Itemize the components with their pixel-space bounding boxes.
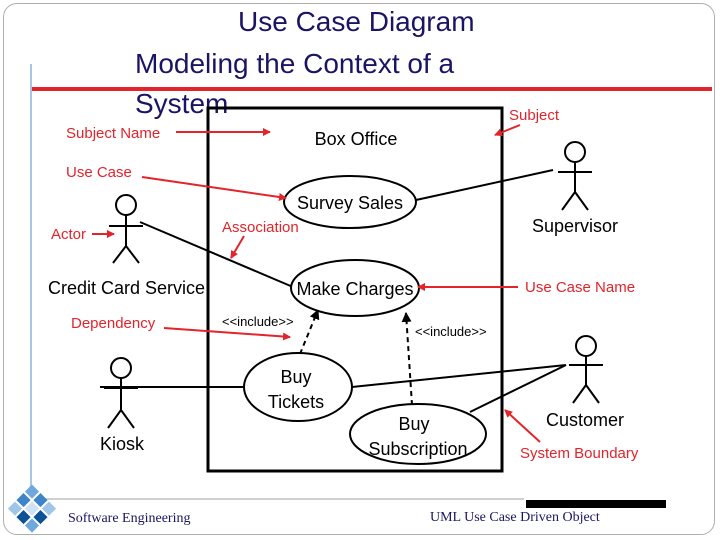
actor-credit-card-service bbox=[109, 194, 143, 264]
callout-use-case-name: Use Case Name bbox=[525, 279, 635, 296]
use-case-make-charges-label: Make Charges bbox=[296, 279, 413, 299]
footer-left-text: Software Engineering bbox=[68, 511, 191, 526]
callout-arrow-system-boundary bbox=[504, 409, 541, 443]
title-line-2: Modeling the Context of a System bbox=[135, 48, 455, 119]
actor-credit-card-service-label: Credit Card Service bbox=[48, 278, 205, 298]
slide-frame bbox=[3, 3, 715, 535]
include-arrow-buy-tickets bbox=[299, 309, 320, 355]
callout-association: Association bbox=[222, 219, 299, 236]
use-case-buy-tickets-label-2: Tickets bbox=[268, 392, 324, 412]
actor-customer bbox=[569, 335, 603, 404]
system-boundary bbox=[206, 106, 504, 473]
use-case-survey-sales bbox=[283, 175, 417, 229]
actor-supervisor bbox=[558, 141, 592, 211]
callout-system-boundary: System Boundary bbox=[520, 445, 639, 462]
callout-use-case: Use Case bbox=[66, 164, 132, 181]
callout-dependency: Dependency bbox=[71, 315, 156, 332]
footer-divider bbox=[44, 498, 524, 500]
callout-actor: Actor bbox=[51, 226, 86, 243]
actor-kiosk-label: Kiosk bbox=[100, 434, 145, 454]
include-label-2: <<include>> bbox=[415, 324, 487, 339]
callout-arrow-association bbox=[230, 235, 245, 259]
association-customer-buy-subscription bbox=[469, 364, 567, 413]
include-label-1: <<include>> bbox=[222, 314, 294, 329]
use-case-survey-sales-label: Survey Sales bbox=[297, 193, 403, 213]
callout-arrow-use-case bbox=[141, 176, 287, 201]
use-case-buy-subscription-label-1: Buy bbox=[398, 414, 429, 434]
title-line-1: Use Case Diagram bbox=[238, 6, 475, 37]
title-underline-bar bbox=[32, 87, 712, 91]
use-case-buy-subscription-label-2: Subscription bbox=[368, 439, 467, 459]
actor-kiosk bbox=[104, 357, 138, 429]
footer-right-text: UML Use Case Driven Object bbox=[430, 510, 600, 525]
diamond-mosaic-logo-icon bbox=[7, 484, 57, 533]
actor-supervisor-label: Supervisor bbox=[532, 216, 618, 236]
use-case-buy-tickets-label-1: Buy bbox=[280, 367, 311, 387]
association-supervisor-survey bbox=[415, 169, 554, 201]
system-name-label: Box Office bbox=[315, 129, 398, 149]
callout-arrow-subject bbox=[494, 124, 521, 137]
callout-arrow-dependency bbox=[163, 327, 291, 341]
association-customer-buy-tickets bbox=[351, 364, 567, 388]
footer-accent-bar bbox=[526, 500, 666, 508]
use-case-buy-tickets bbox=[243, 352, 353, 422]
actor-customer-label: Customer bbox=[546, 410, 624, 430]
association-credit-make-charges bbox=[139, 221, 301, 291]
use-case-buy-subscription bbox=[349, 403, 487, 465]
left-accent-line bbox=[30, 64, 32, 494]
callout-subject-name: Subject Name bbox=[66, 125, 160, 142]
include-arrow-buy-subscription bbox=[401, 312, 413, 406]
callout-subject: Subject bbox=[509, 107, 560, 124]
